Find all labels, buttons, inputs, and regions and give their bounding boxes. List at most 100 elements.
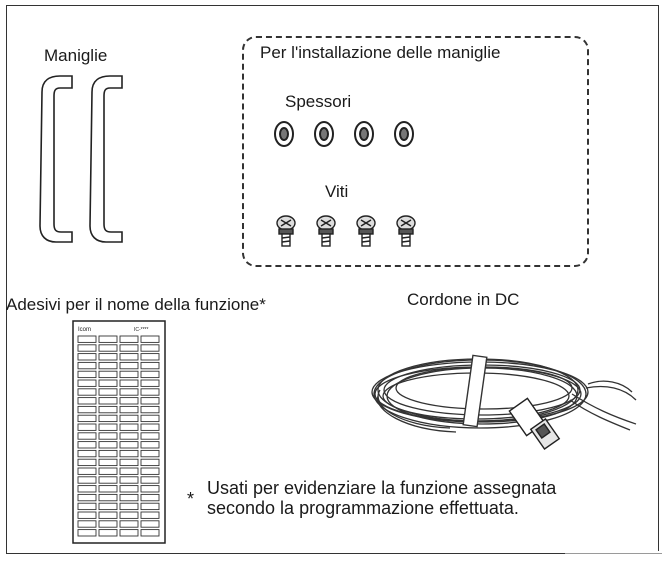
sticker-cell (98, 493, 118, 502)
sticker-cell (98, 476, 118, 484)
note-marker: * (187, 489, 195, 509)
sticker-cell (119, 449, 139, 458)
sticker-cell (140, 335, 160, 343)
sticker-cell (77, 388, 97, 396)
sticker-cell (119, 476, 139, 484)
screw-4 (396, 215, 416, 247)
sticker-cell (140, 432, 160, 440)
sticker-sheet-model: IC-**** (134, 327, 149, 333)
sticker-cell (140, 388, 160, 396)
sticker-cell (119, 397, 139, 405)
sticker-cell (77, 405, 97, 414)
sticker-grid (77, 335, 160, 537)
sticker-cell (77, 511, 97, 519)
sticker-cell (98, 379, 118, 387)
spacer-2 (314, 121, 334, 147)
handle-right (89, 75, 123, 243)
sticker-cell (98, 361, 118, 370)
sticker-cell (119, 529, 139, 537)
sticker-cell (77, 353, 97, 361)
sticker-cell (98, 502, 118, 511)
sticker-cell (140, 441, 160, 449)
sticker-cell (119, 441, 139, 449)
sticker-cell (119, 361, 139, 370)
sticker-cell (77, 449, 97, 458)
spacer-3 (354, 121, 374, 147)
sticker-cell (140, 423, 160, 431)
sticker-cell (140, 414, 160, 423)
sticker-cell (77, 485, 97, 493)
sticker-cell (140, 370, 160, 379)
spacer-1 (274, 121, 294, 147)
sticker-cell (140, 502, 160, 511)
sticker-cell (140, 520, 160, 528)
sticker-cell (140, 379, 160, 387)
sticker-cell (77, 441, 97, 449)
sticker-cell (98, 423, 118, 431)
sticker-cell (98, 353, 118, 361)
sticker-cell (98, 458, 118, 467)
screw-1 (276, 215, 296, 247)
sticker-cell (119, 502, 139, 511)
sticker-cell (77, 379, 97, 387)
sticker-cell (119, 520, 139, 528)
sticker-cell (98, 414, 118, 423)
sticker-cell (98, 485, 118, 493)
sticker-cell (77, 432, 97, 440)
dc-cord-label: Cordone in DC (407, 290, 520, 309)
sticker-cell (140, 529, 160, 537)
sticker-cell (119, 353, 139, 361)
note-line-2: secondo la programmazione effettuata. (207, 498, 519, 518)
sticker-cell (119, 423, 139, 431)
sticker-cell (140, 405, 160, 414)
sticker-cell (98, 511, 118, 519)
sticker-cell (119, 405, 139, 414)
note-line-1: Usati per evidenziare la funzione assegn… (207, 478, 557, 498)
sticker-cell (98, 397, 118, 405)
sticker-cell (98, 529, 118, 537)
sticker-cell (119, 335, 139, 343)
sticker-cell (77, 414, 97, 423)
sticker-cell (140, 467, 160, 475)
sticker-cell (119, 458, 139, 467)
sticker-cell (140, 353, 160, 361)
sticker-sheet-illustration: Icom IC-**** (72, 320, 166, 544)
sticker-sheet-logo: Icom (78, 327, 91, 333)
sticker-cell (119, 414, 139, 423)
sticker-cell (140, 344, 160, 352)
sticker-cell (140, 449, 160, 458)
sticker-cell (119, 493, 139, 502)
sticker-cell (119, 388, 139, 396)
installation-kit-title: Per l'installazione delle maniglie (260, 43, 501, 62)
sticker-cell (119, 432, 139, 440)
handle-left (39, 75, 73, 243)
sticker-cell (119, 467, 139, 475)
sticker-cell (77, 344, 97, 352)
sticker-cell (98, 344, 118, 352)
sticker-cell (98, 449, 118, 458)
sticker-cell (77, 458, 97, 467)
sticker-cell (98, 467, 118, 475)
spacer-4 (394, 121, 414, 147)
sticker-cell (119, 344, 139, 352)
sticker-cell (140, 511, 160, 519)
sticker-cell (119, 485, 139, 493)
sticker-cell (98, 388, 118, 396)
spacers-label: Spessori (285, 92, 352, 111)
screws-label: Viti (325, 182, 349, 201)
frame-tail-line (565, 553, 662, 554)
sticker-cell (140, 485, 160, 493)
sticker-cell (119, 511, 139, 519)
sticker-cell (140, 493, 160, 502)
sticker-cell (140, 397, 160, 405)
sticker-cell (77, 423, 97, 431)
sticker-cell (140, 458, 160, 467)
screw-2 (316, 215, 336, 247)
sticker-cell (77, 520, 97, 528)
sticker-cell (77, 529, 97, 537)
sticker-cell (77, 467, 97, 475)
sticker-cell (119, 370, 139, 379)
frame-gap (565, 551, 665, 559)
sticker-cell (77, 361, 97, 370)
installation-kit-box (242, 36, 589, 267)
